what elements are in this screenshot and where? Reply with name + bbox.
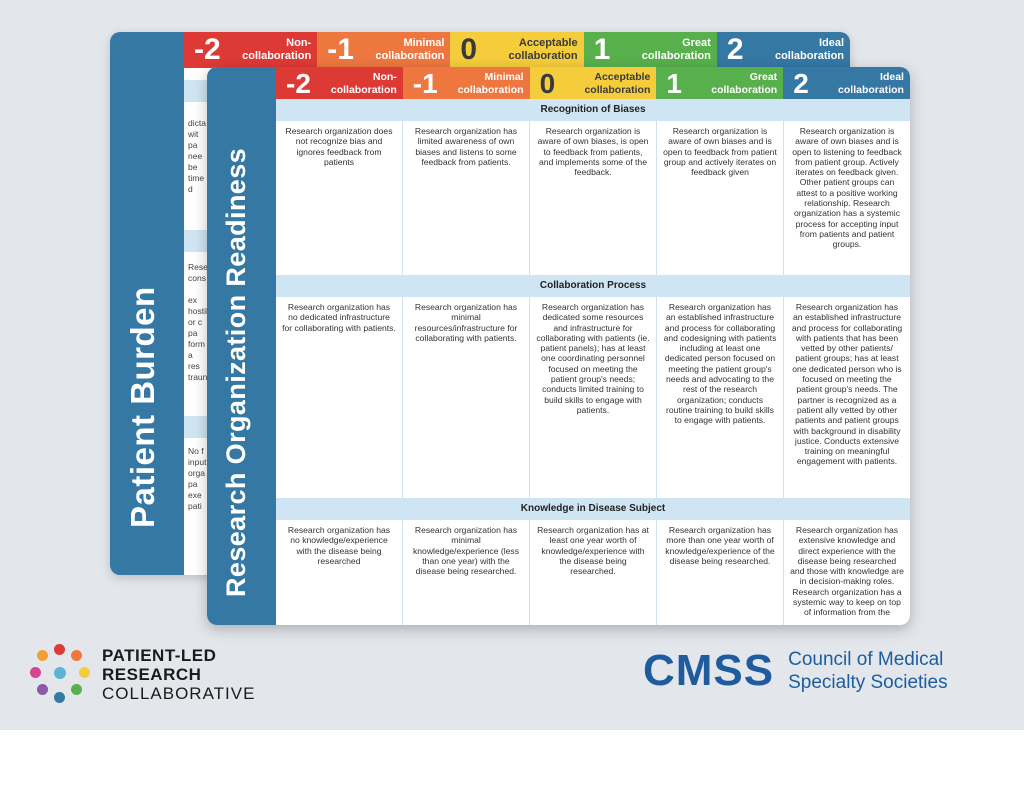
- rubric-cell: Research organization has an established…: [791, 302, 903, 467]
- plrc-line-2: RESEARCH: [102, 664, 202, 684]
- back-fragment-c: No f input orga pa exe pati: [188, 446, 207, 511]
- rubric-cell: Research organization has extensive know…: [790, 525, 904, 618]
- table-row: Research organization has no dedicated i…: [276, 297, 910, 498]
- rubric-cell: Research organization has minimal knowle…: [403, 520, 530, 625]
- rubric-cell: Research organization has an established…: [657, 297, 784, 498]
- rubric-cell: Research organization has no knowledge/e…: [276, 520, 403, 625]
- patient-burden-sidebar: Patient Burden: [110, 32, 184, 575]
- plrc-line-3: COLLABORATIVE: [102, 683, 256, 703]
- plrc-line-1: PATIENT-LED: [102, 645, 217, 665]
- cmss-line-1: Council of Medical: [788, 649, 944, 670]
- rubric-cell: Research organization has dedicated some…: [530, 297, 657, 498]
- rubric-cell: Research organization has at least one y…: [530, 520, 657, 625]
- table-row: Research organization does not recognize…: [276, 121, 910, 275]
- section-heading: Knowledge in Disease Subject: [276, 498, 910, 520]
- cmss-wordmark: CMSS: [643, 646, 775, 695]
- rubric-cell: Research organization has minimal resour…: [403, 297, 530, 498]
- rubric-table: Recognition of Biases Research organizat…: [276, 99, 910, 625]
- research-readiness-title: Research Organization Readiness: [221, 147, 251, 597]
- rubric-cell: Research organization is aware of own bi…: [657, 121, 784, 275]
- rubric-cell: Research organization has more than one …: [657, 520, 784, 625]
- cmss-logo: CMSS Council of Medical Specialty Societ…: [643, 646, 948, 696]
- people-circle-icon: [30, 644, 90, 704]
- rubric-cell: Research organization does not recognize…: [276, 121, 403, 275]
- section-heading: Collaboration Process: [276, 275, 910, 297]
- rubric-cell: Research organization has no dedicated i…: [276, 297, 403, 498]
- research-readiness-sidebar: Research Organization Readiness: [207, 67, 276, 625]
- rubric-cell: Research organization is aware of own bi…: [530, 121, 657, 275]
- rubric-cell: Research organization has limited awaren…: [403, 121, 530, 275]
- section-heading: Recognition of Biases: [276, 99, 910, 121]
- cmss-line-2: Specialty Societies: [788, 672, 948, 693]
- back-fragment-b: Resea cons ex hostil or c pa form a res …: [188, 262, 213, 382]
- back-fragment-a: dicta wit pa nee be time d: [188, 118, 206, 194]
- patient-burden-title: Patient Burden: [124, 286, 161, 528]
- rubric-cell: Research organization is aware of own bi…: [792, 126, 902, 250]
- table-row: Research organization has no knowledge/e…: [276, 520, 910, 625]
- plrc-logo: PATIENT-LED RESEARCH COLLABORATIVE: [30, 644, 255, 704]
